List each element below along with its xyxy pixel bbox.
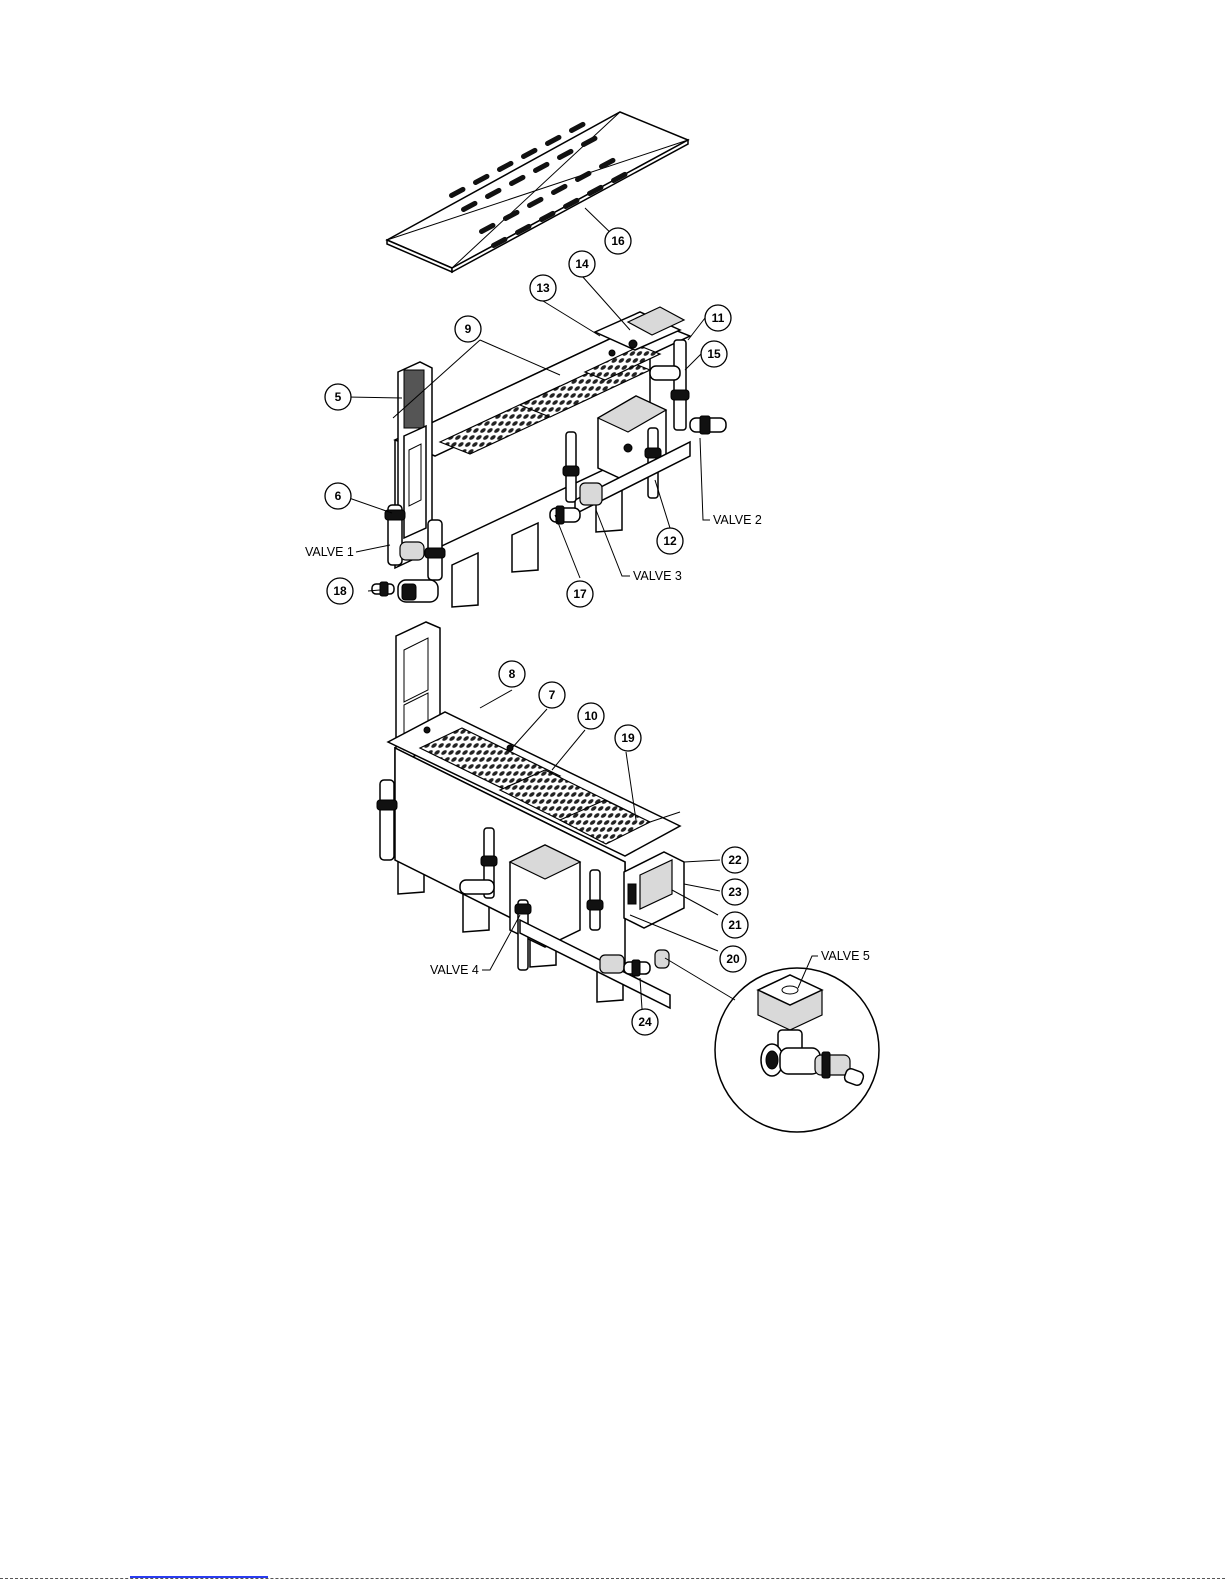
svg-text:VALVE 1: VALVE 1 (305, 545, 354, 559)
svg-text:VALVE 5: VALVE 5 (821, 949, 870, 963)
svg-text:19: 19 (621, 731, 635, 745)
svg-text:14: 14 (575, 257, 589, 271)
lower-tank-assembly (377, 622, 684, 1008)
svg-text:VALVE 4: VALVE 4 (430, 963, 479, 977)
callout-5: 5 (325, 384, 351, 410)
callout-15: 15 (701, 341, 727, 367)
svg-text:6: 6 (335, 489, 342, 503)
callout-21: 21 (722, 912, 748, 938)
callout-17: 17 (567, 581, 593, 607)
svg-text:9: 9 (465, 322, 472, 336)
slotted-lid (387, 112, 688, 272)
svg-text:13: 13 (536, 281, 550, 295)
svg-text:23: 23 (728, 885, 742, 899)
valve-5-detail-view (665, 958, 879, 1132)
footer-link-underline[interactable] (130, 1576, 268, 1578)
svg-text:20: 20 (726, 952, 740, 966)
valve-2-label: VALVE 2 (700, 438, 762, 527)
upper-tank-assembly (372, 307, 726, 607)
svg-text:15: 15 (707, 347, 721, 361)
callout-24: 24 (632, 1009, 658, 1035)
callout-19: 19 (615, 725, 641, 751)
callout-13: 13 (530, 275, 556, 301)
callout-10: 10 (578, 703, 604, 729)
callout-14: 14 (569, 251, 595, 277)
svg-text:22: 22 (728, 853, 742, 867)
svg-text:8: 8 (509, 667, 516, 681)
callout-20: 20 (720, 946, 746, 972)
svg-text:21: 21 (728, 918, 742, 932)
svg-text:18: 18 (333, 584, 347, 598)
callout-9: 9 (455, 316, 481, 342)
callout-7: 7 (539, 682, 565, 708)
svg-text:17: 17 (573, 587, 587, 601)
svg-text:VALVE 2: VALVE 2 (713, 513, 762, 527)
svg-text:VALVE 3: VALVE 3 (633, 569, 682, 583)
valve-1-label: VALVE 1 (305, 545, 390, 559)
callout-6: 6 (325, 483, 351, 509)
svg-text:12: 12 (663, 534, 677, 548)
callout-12: 12 (657, 528, 683, 554)
callout-18: 18 (327, 578, 353, 604)
svg-text:7: 7 (549, 688, 556, 702)
callout-23: 23 (722, 879, 748, 905)
callout-11: 11 (705, 305, 731, 331)
svg-text:16: 16 (611, 234, 625, 248)
svg-text:10: 10 (584, 709, 598, 723)
page-footer-divider (0, 1578, 1225, 1580)
callout-8: 8 (499, 661, 525, 687)
svg-text:11: 11 (712, 311, 725, 325)
callout-16: 16 (605, 228, 631, 254)
callout-22: 22 (722, 847, 748, 873)
svg-text:5: 5 (335, 390, 342, 404)
svg-text:24: 24 (638, 1015, 652, 1029)
